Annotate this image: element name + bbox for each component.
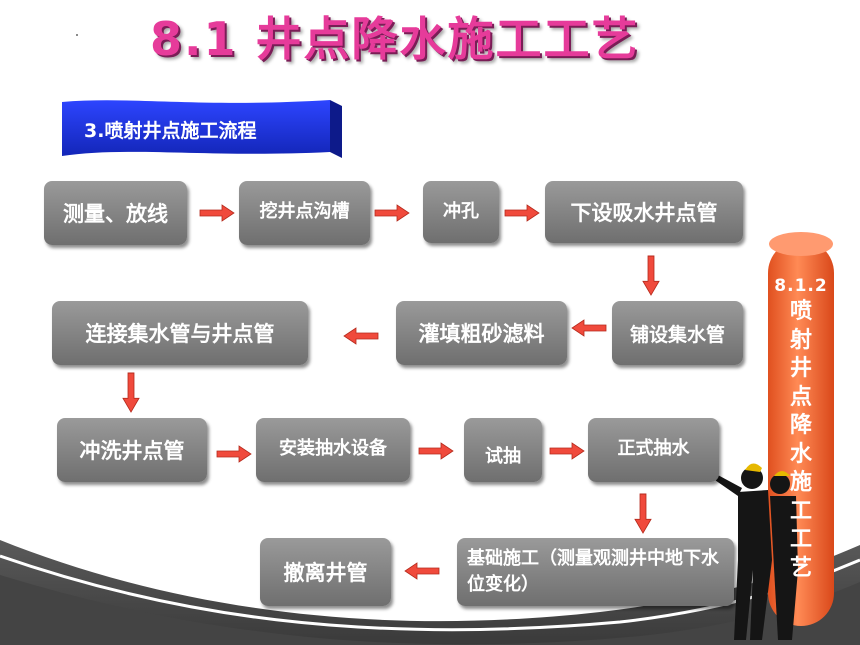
flow-step-remove: 撤离井管: [260, 538, 391, 606]
arrow-left-icon: [404, 562, 440, 580]
flow-step-trial: 试抽: [464, 418, 542, 482]
flow-step-foundation: 基础施工（测量观测井中地下水位变化）: [457, 538, 734, 606]
flow-step-install-pump: 安装抽水设备: [256, 418, 410, 482]
flow-step-trench: 挖井点沟槽: [239, 181, 370, 245]
side-pillar-label: 8.1.2 喷 射 井 点 降 水 施 工 工 艺: [771, 274, 831, 583]
flow-step-flush: 冲洗井点管: [57, 418, 207, 482]
arrow-down-icon: [122, 372, 140, 413]
arrow-right-icon: [199, 204, 235, 222]
flow-step-punch: 冲孔: [423, 181, 499, 243]
page-title: 8.1 井点降水施工工艺: [150, 12, 640, 66]
arrow-down-icon: [642, 255, 660, 296]
arrow-right-icon: [374, 204, 410, 222]
arrow-left-icon: [343, 327, 379, 345]
flow-step-measure: 测量、放线: [44, 181, 187, 245]
arrow-right-icon: [504, 204, 540, 222]
side-pillar-text: 喷 射 井 点 降 水 施 工 工 艺: [789, 299, 812, 581]
workers-silhouette: [712, 463, 798, 640]
flow-step-lay-header: 铺设集水管: [612, 301, 743, 365]
section-banner-shape: [62, 100, 330, 156]
arrow-right-icon: [549, 442, 585, 460]
arrow-right-icon: [216, 445, 252, 463]
flow-step-lower-pipe: 下设吸水井点管: [545, 181, 743, 243]
decorative-dot: [76, 34, 78, 36]
arrow-right-icon: [418, 442, 454, 460]
arrow-left-icon: [571, 319, 607, 337]
section-banner-label: 3.喷射井点施工流程: [84, 120, 257, 142]
flow-step-formal: 正式抽水: [588, 418, 719, 482]
arrow-down-icon: [634, 493, 652, 534]
flow-step-connect: 连接集水管与井点管: [52, 301, 308, 365]
flow-step-fill-sand: 灌填粗砂滤料: [396, 301, 567, 365]
side-pillar-number: 8.1.2: [774, 276, 828, 296]
